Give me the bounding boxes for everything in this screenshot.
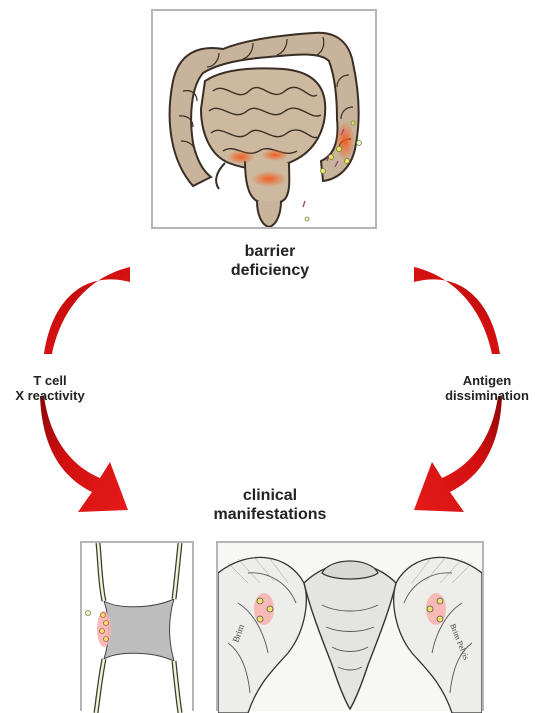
- joint-illustration: [82, 543, 192, 713]
- left-ilium: [218, 557, 306, 713]
- pelvis-illustration: Brim Brim Pelvis: [218, 543, 482, 713]
- antigen-line-2: dissimination: [432, 388, 542, 403]
- right-ilium: [394, 557, 482, 713]
- tcell-line-2: X reactivity: [0, 388, 100, 403]
- tcell-line-1: T cell: [0, 373, 100, 388]
- left-arrow-upper-segment: [44, 267, 130, 354]
- barrier-line-1: barrier: [190, 243, 350, 262]
- barrier-line-2: deficiency: [190, 262, 350, 281]
- left-arrow-lower-segment: [40, 396, 128, 512]
- joint-illustration-panel: [80, 541, 194, 711]
- sacrum: [304, 563, 396, 709]
- clinical-line-2: manifestations: [170, 506, 370, 525]
- t-cell-cross-reactivity-label: T cell X reactivity: [0, 373, 100, 404]
- barrier-deficiency-label: barrier deficiency: [190, 243, 350, 281]
- right-arrow-upper-segment: [414, 267, 500, 354]
- joint-space: [104, 599, 174, 661]
- antigen-line-1: Antigen: [432, 373, 542, 388]
- antigen-dissemination-label: Antigen dissimination: [432, 373, 542, 404]
- clinical-manifestations-label: clinical manifestations: [170, 487, 370, 525]
- right-arrow-lower-segment: [414, 396, 502, 512]
- pelvis-illustration-panel: Brim Brim Pelvis: [216, 541, 484, 711]
- clinical-line-1: clinical: [170, 487, 370, 506]
